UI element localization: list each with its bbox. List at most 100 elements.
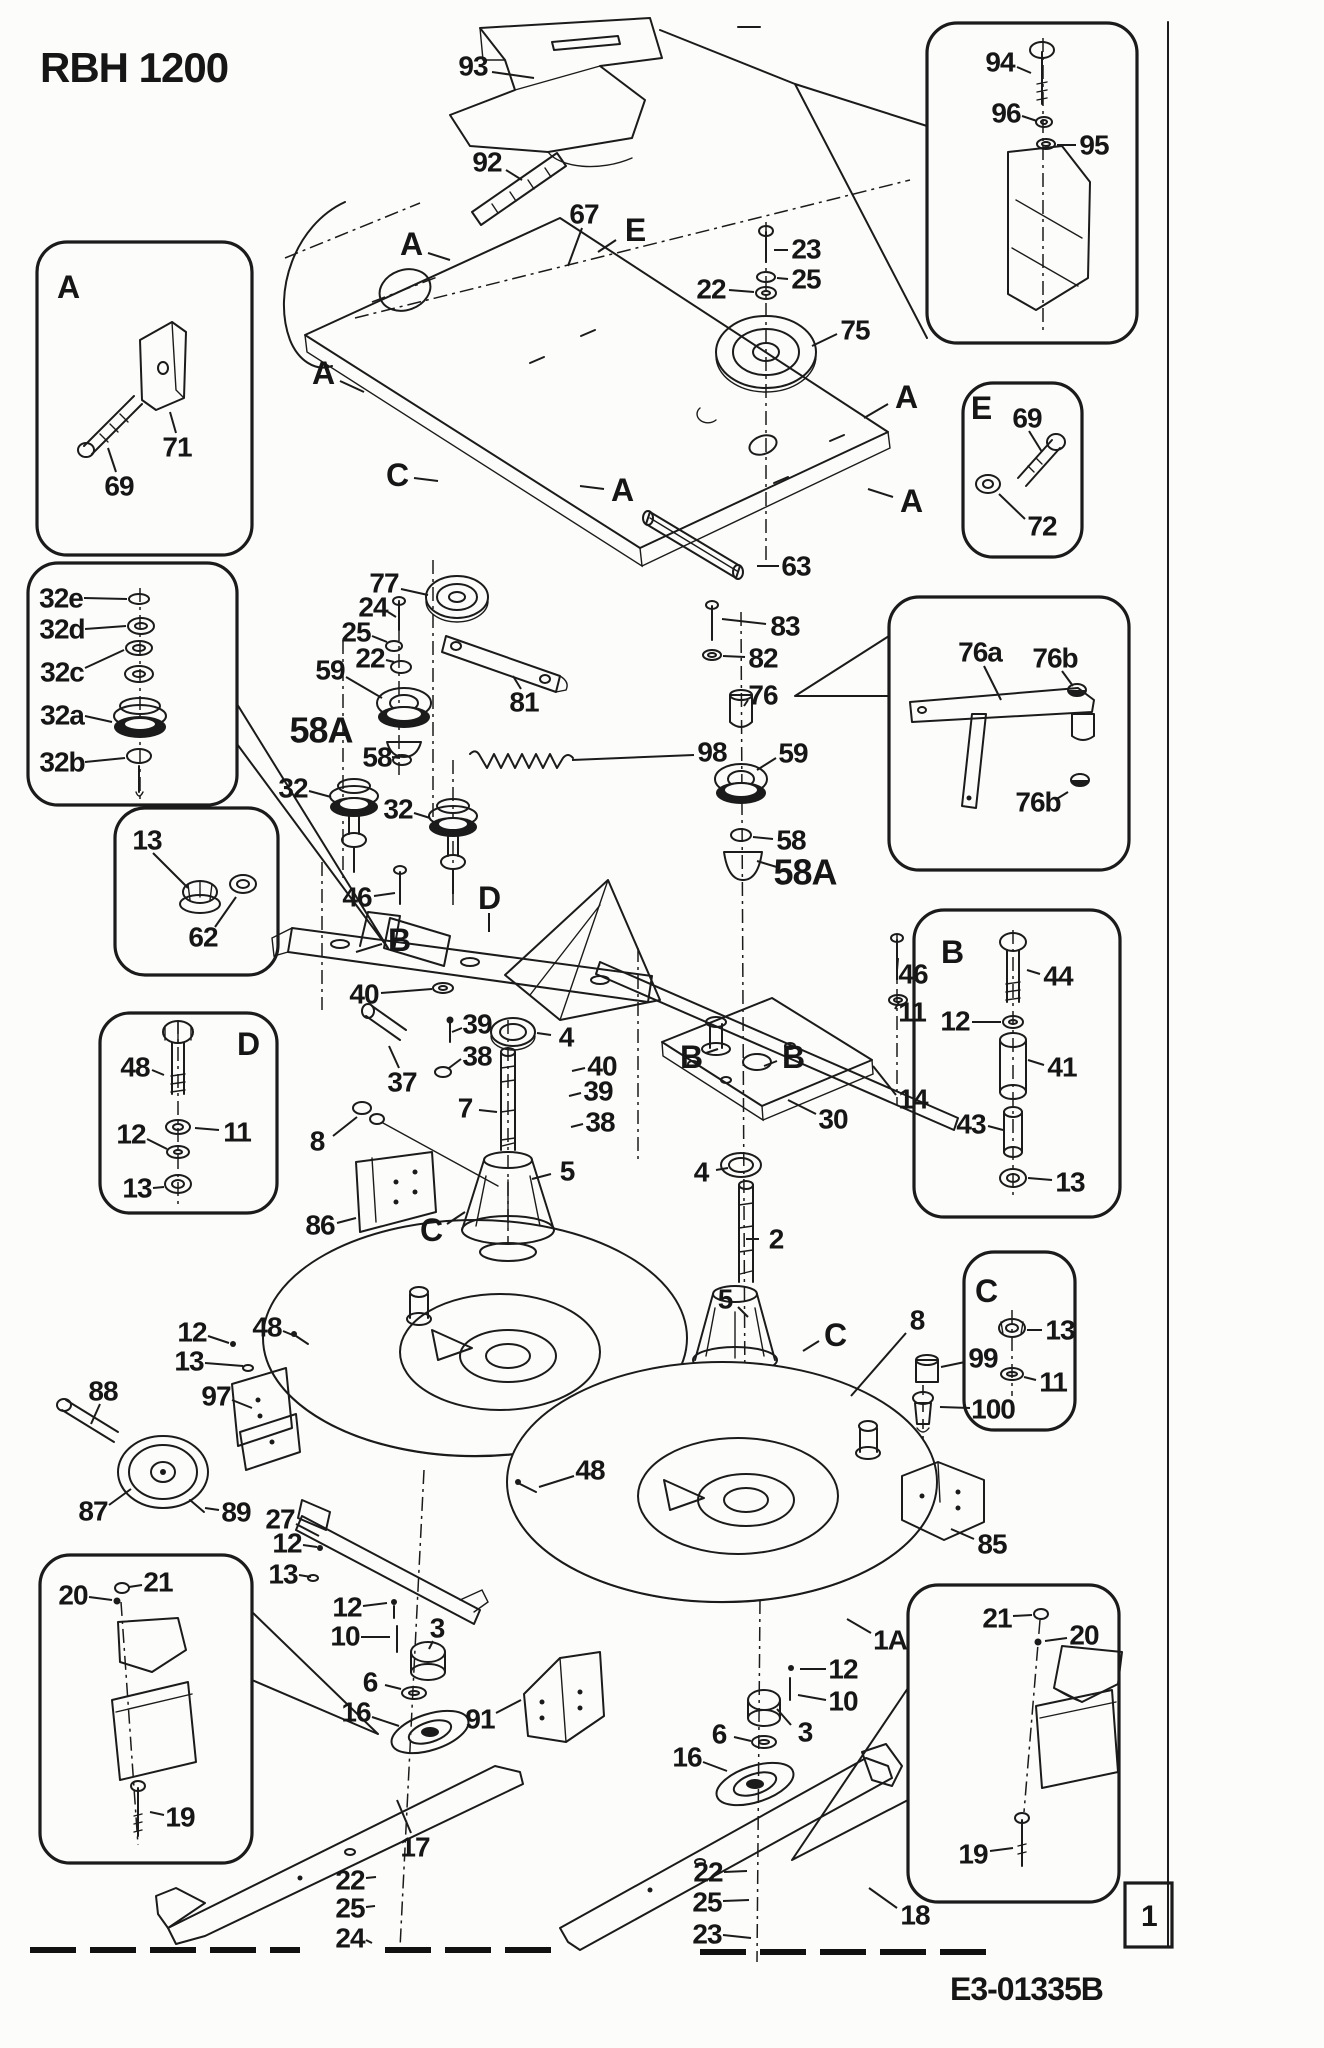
- callout-24: 24: [358, 592, 389, 623]
- part-shaft-7: [500, 1047, 516, 1151]
- leader-46: [373, 892, 396, 897]
- leader-94: [1016, 66, 1032, 74]
- callout-B: B: [680, 1039, 702, 1075]
- part-link-76-part: [705, 600, 719, 610]
- inset-blade-guide-parts-part: [1041, 141, 1051, 147]
- leader-4: [715, 1167, 729, 1171]
- callout-32d: 32d: [39, 614, 84, 645]
- part-shaft-2: [738, 1180, 754, 1283]
- inset-D-parts-part: [170, 1073, 186, 1077]
- part-shaft-7-part: [500, 1079, 516, 1083]
- part-cover-67-part: [773, 476, 789, 484]
- callout-32: 32: [383, 794, 413, 825]
- inset-pointer-wedges: [236, 29, 928, 1861]
- callout-1A: 1A: [873, 1625, 908, 1656]
- part-cover-67-part: [304, 334, 643, 568]
- inset-bottom-left-parts-part: [133, 1813, 143, 1817]
- callout-10: 10: [330, 1621, 360, 1652]
- leader-3: [776, 1708, 792, 1726]
- inset-C-parts: [998, 1318, 1026, 1381]
- leader-32: [308, 790, 332, 798]
- part-pulley-59-right: [714, 763, 768, 881]
- part-plate-30-part: [762, 1059, 874, 1121]
- leader-77: [400, 588, 429, 596]
- part-blade-18-part: [694, 1858, 706, 1866]
- leader-58A: [756, 860, 781, 869]
- inset-E-parts-part: [1046, 433, 1066, 451]
- leader-40: [571, 1067, 586, 1072]
- part-cone-5-left-part: [475, 1175, 541, 1229]
- part-deck-left-part: [406, 1312, 432, 1326]
- part-blade-18-part: [559, 1757, 893, 1951]
- callout-6: 6: [712, 1719, 727, 1750]
- inset-32-parts-part: [132, 670, 146, 678]
- part-blade-column-right-part: [747, 1709, 781, 1727]
- callout-3: 3: [430, 1613, 445, 1644]
- inset-13-62-parts-part: [236, 879, 250, 889]
- part-channel-27-part: [307, 1574, 319, 1582]
- callout-32: 32: [278, 773, 308, 804]
- callout-59: 59: [778, 738, 808, 769]
- leader-89: [204, 1507, 220, 1511]
- part-belt-loop: [282, 201, 346, 369]
- part-channel-27-part: [459, 1589, 489, 1613]
- leader-6: [384, 1684, 402, 1690]
- callout-12: 12: [272, 1528, 302, 1559]
- callout-46: 46: [342, 882, 372, 913]
- part-bracket-97: [189, 1341, 301, 1513]
- part-cover-93-part: [514, 65, 601, 91]
- part-pulley-59-right-part: [723, 782, 759, 798]
- leader-39: [568, 1092, 582, 1097]
- inset-32-parts-part: [119, 697, 161, 715]
- inset-C-parts-part: [998, 1318, 1026, 1338]
- part-shaft-2-part: [738, 1225, 754, 1229]
- leader-A: [579, 485, 605, 490]
- inset-blade-guide-parts-part: [1036, 138, 1056, 150]
- part-cover-93-part: [551, 35, 621, 51]
- leader-76b: [1054, 791, 1069, 801]
- callout-10: 10: [828, 1686, 858, 1717]
- callout-E: E: [625, 212, 646, 248]
- page-number: 1: [1141, 1900, 1157, 1933]
- leader-B: [355, 943, 383, 953]
- part-blade-column-left-part: [410, 1641, 446, 1663]
- inset-B-parts-part: [999, 1168, 1027, 1188]
- part-bracket-97-part: [231, 1367, 293, 1447]
- part-cover-93-part: [449, 17, 663, 153]
- callout-83: 83: [770, 611, 800, 642]
- part-fitting-8-left-part: [382, 1122, 499, 1187]
- part-cover-67-part: [580, 329, 596, 337]
- part-pulley-75-part: [715, 355, 817, 393]
- part-bolts-left-column-part: [438, 985, 448, 991]
- inset-A-parts-part: [77, 442, 95, 458]
- part-bearing-4-left-part: [490, 1017, 536, 1047]
- part-pulley-59-left-part: [385, 706, 423, 722]
- part-bracket-91-part: [559, 1657, 567, 1743]
- leader-13: [152, 1186, 165, 1189]
- callout-4: 4: [559, 1022, 575, 1053]
- inset-D-parts-part: [170, 1089, 186, 1093]
- part-pulley-59-left: [376, 687, 432, 766]
- leader-48: [151, 1069, 165, 1076]
- leader-85: [950, 1528, 975, 1540]
- axis-E: [354, 179, 911, 319]
- part-cover-67-part: [696, 407, 717, 424]
- part-wheel-87-part: [150, 1461, 176, 1483]
- leader-46: [896, 957, 899, 971]
- inset-76-parts-part: [909, 687, 1095, 723]
- part-plate-30: [661, 933, 908, 1122]
- part-cover-67-part: [829, 434, 845, 442]
- part-fitting-8-left-part: [369, 1113, 385, 1125]
- part-spring-98: [469, 750, 574, 769]
- leader-A: [339, 380, 365, 393]
- leader-22: [365, 1876, 377, 1879]
- callout-48: 48: [120, 1052, 150, 1083]
- inset-bottom-right-parts-part: [1014, 1812, 1030, 1824]
- part-bracket-86-part: [393, 1199, 399, 1205]
- callout-76b: 76b: [1015, 787, 1060, 818]
- part-pulley-32-left-part: [341, 832, 367, 848]
- callout-98: 98: [697, 737, 727, 768]
- inset-13-62-parts-part: [229, 874, 257, 894]
